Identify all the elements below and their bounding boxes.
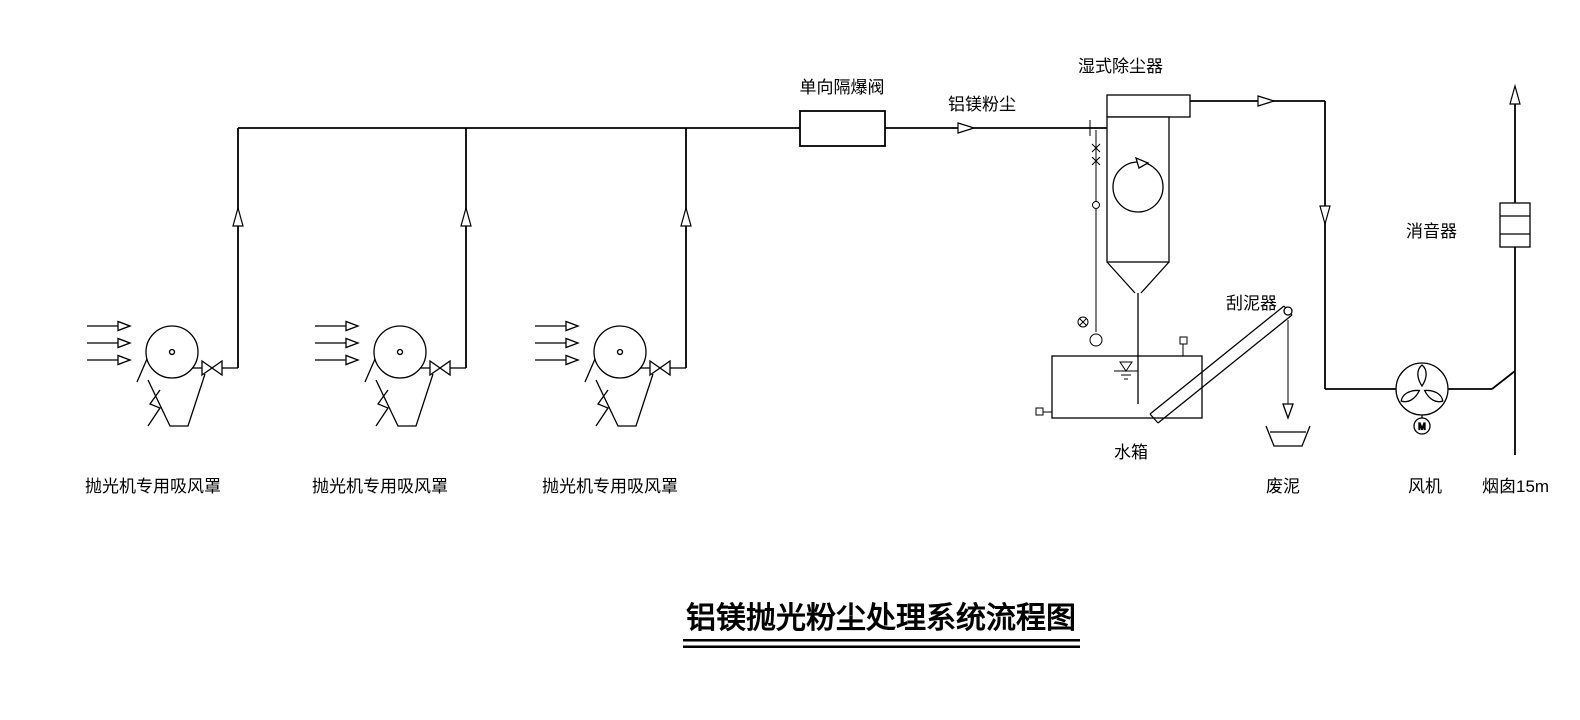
label-wet-dust-collector: 湿式除尘器 <box>1078 57 1163 76</box>
suction-hood-3 <box>534 320 687 427</box>
rotation-arrow-icon <box>1134 156 1150 169</box>
title-underline-top <box>683 639 1080 642</box>
arrow-right-icon <box>1257 95 1277 107</box>
label-explosion-valve: 单向隔爆阀 <box>800 78 885 97</box>
label-waste-mud: 废泥 <box>1266 477 1300 496</box>
fan-to-chimney-duct <box>1491 370 1516 390</box>
label-fan: 风机 <box>1408 477 1442 496</box>
motor-label: M <box>1418 422 1426 432</box>
motor-icon <box>1413 417 1431 435</box>
level-post-icon <box>1179 336 1188 356</box>
arrow-down-icon <box>1282 403 1294 420</box>
label-hood-1: 抛光机专用吸风罩 <box>85 477 221 496</box>
fan: M <box>1395 362 1449 435</box>
label-dust-flow: 铝镁粉尘 <box>948 95 1016 114</box>
explosion-valve-box <box>799 110 886 147</box>
scraper-pulley-icon <box>1283 306 1293 316</box>
drain-valve-icon <box>1035 407 1052 416</box>
instrument-line <box>1077 120 1103 347</box>
flow-arrows <box>232 83 1521 227</box>
water-tank <box>1035 336 1203 419</box>
collector-header <box>1106 94 1191 118</box>
water-level-icon <box>1114 361 1138 380</box>
arrow-up-icon <box>232 205 244 227</box>
arrow-up-icon <box>1509 83 1521 105</box>
waste-mud-container <box>1265 425 1311 447</box>
fan-housing-icon <box>1395 362 1449 416</box>
valve-x-icon <box>1091 143 1101 153</box>
suction-hood-1 <box>86 320 239 427</box>
arrow-down-icon <box>1319 205 1331 227</box>
mud-scraper <box>1149 305 1294 424</box>
arrow-right-icon <box>957 122 977 134</box>
duct-network <box>237 100 1516 455</box>
fan-blade-icon <box>1400 364 1444 403</box>
collector-body <box>1106 116 1170 263</box>
label-water-tank: 水箱 <box>1114 443 1148 462</box>
arrow-up-icon <box>460 205 472 227</box>
gauge-icon <box>1089 333 1103 347</box>
label-mud-scraper: 刮泥器 <box>1226 294 1277 313</box>
wet-dust-collector <box>1077 94 1191 404</box>
arrow-up-icon <box>680 205 692 227</box>
suction-hood-2 <box>314 320 467 427</box>
instrument-icon <box>1092 201 1100 209</box>
label-chimney: 烟囱15m <box>1482 477 1549 496</box>
silencer <box>1499 202 1531 248</box>
valve-x-icon <box>1091 156 1101 166</box>
title-underline-bottom <box>683 645 1080 648</box>
label-hood-2: 抛光机专用吸风罩 <box>312 477 448 496</box>
label-hood-3: 抛光机专用吸风罩 <box>542 477 678 496</box>
page-title: 铝镁抛光粉尘处理系统流程图 <box>686 601 1076 635</box>
valve-circle-x-icon <box>1077 316 1089 328</box>
diagram-title-block: 铝镁抛光粉尘处理系统流程图 <box>683 601 1080 648</box>
diagram-labels: 抛光机专用吸风罩 抛光机专用吸风罩 抛光机专用吸风罩 单向隔爆阀 铝镁粉尘 湿式… <box>85 57 1549 496</box>
label-silencer: 消音器 <box>1406 222 1457 241</box>
